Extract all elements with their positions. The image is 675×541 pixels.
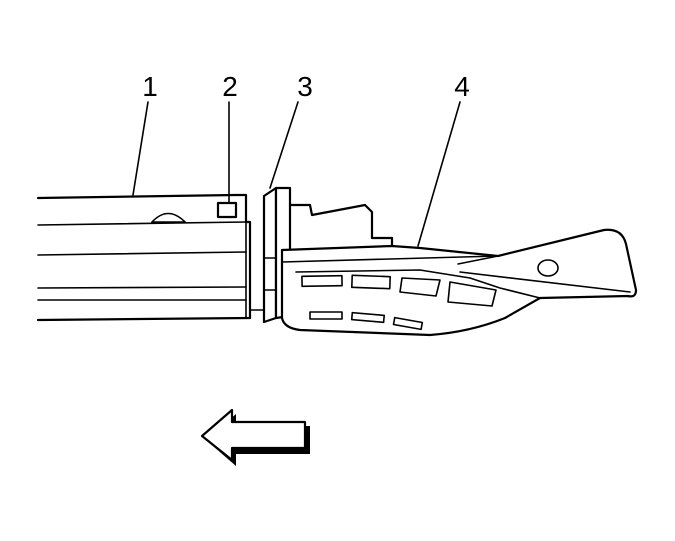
callout-4: 4 — [454, 71, 470, 102]
callout-2: 2 — [222, 71, 238, 102]
callout-1: 1 — [142, 71, 158, 102]
retaining-tab — [216, 201, 238, 219]
left-arrow-icon — [200, 408, 310, 466]
callout-3: 3 — [297, 71, 313, 102]
column-tube — [36, 193, 252, 322]
bracket — [280, 203, 638, 337]
leader-lines — [132, 101, 461, 247]
